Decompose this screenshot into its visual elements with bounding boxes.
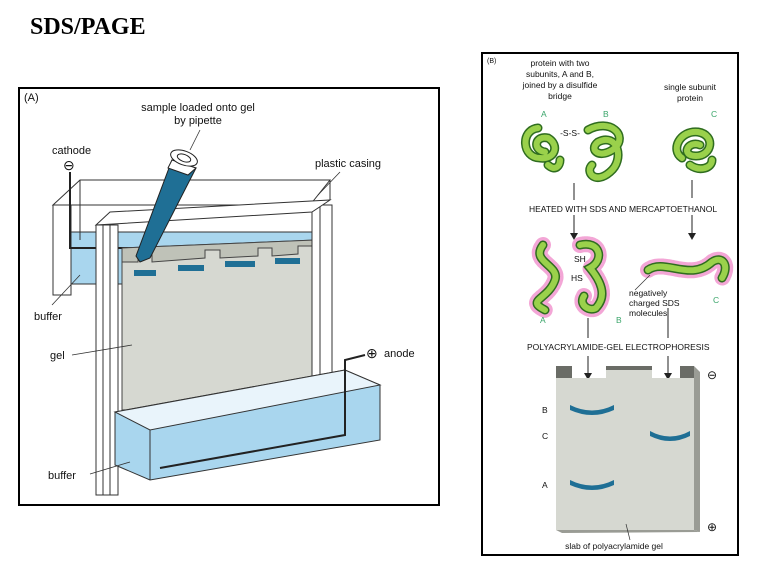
- subunit-a-label: A: [541, 109, 547, 119]
- protein-two-line-2: subunits, A and B,: [526, 69, 594, 79]
- buffer-top-label: buffer: [34, 311, 62, 323]
- neg-line-2: charged SDS: [629, 298, 680, 308]
- electrophoresis-label: POLYACRYLAMIDE-GEL ELECTROPHORESIS: [527, 342, 710, 352]
- heated-label: HEATED WITH SDS AND MERCAPTOETHANOL: [529, 204, 717, 214]
- disulfide-label: -S-S-: [560, 128, 580, 138]
- left-post-back: [52, 204, 72, 296]
- band-a: [570, 480, 614, 490]
- gel-slab: [556, 370, 694, 530]
- well-sample: [225, 261, 255, 267]
- plastic-casing-label: plastic casing: [315, 158, 381, 170]
- cathode-sign: ⊖: [63, 157, 75, 173]
- chain-a-label: A: [540, 315, 546, 325]
- single-line-2: protein: [677, 93, 703, 103]
- protein-two-line-3: joined by a disulfide: [522, 80, 598, 90]
- front-left-post: [95, 224, 119, 496]
- gel-label: gel: [50, 350, 65, 362]
- bottom-tank-rim: [113, 369, 382, 431]
- subunit-c-label: C: [711, 109, 717, 119]
- band-c-label: C: [542, 431, 548, 441]
- neg-line-3: molecules: [629, 308, 667, 318]
- single-line-1: single subunit: [664, 82, 717, 92]
- plus-sign: ⊕: [707, 520, 717, 534]
- sh-label: SH: [574, 254, 586, 264]
- band-b-label: B: [542, 405, 548, 415]
- well-sample: [178, 265, 204, 271]
- pipette: [135, 149, 198, 263]
- casing-top-back: [51, 179, 332, 206]
- band-b: [570, 405, 614, 415]
- neg-line-1: negatively: [629, 288, 668, 298]
- sample-label-2: by pipette: [174, 115, 222, 127]
- panel-a-tag: (A): [24, 92, 39, 104]
- band-a-label: A: [542, 480, 548, 490]
- chain-c-label: C: [713, 295, 719, 305]
- subunit-b-label: B: [603, 109, 609, 119]
- buffer-bottom-label: buffer: [48, 470, 76, 482]
- anode-wire: [159, 354, 366, 469]
- minus-sign: ⊖: [707, 368, 717, 382]
- page-title: SDS/PAGE: [30, 14, 146, 40]
- protein-two-line-4: bridge: [548, 91, 572, 101]
- protein-two-line-1: protein with two: [530, 58, 589, 68]
- chain-b-label: B: [616, 315, 622, 325]
- anode-sign: ⊕: [366, 345, 378, 361]
- hs-label: HS: [571, 273, 583, 283]
- sample-label-1: sample loaded onto gel: [141, 102, 255, 114]
- well-sample: [134, 270, 156, 276]
- well-sample: [275, 258, 300, 264]
- front-right-post: [311, 204, 333, 401]
- band-c: [650, 431, 690, 441]
- panel-b-tag: (B): [487, 58, 496, 65]
- cathode-label: cathode: [52, 145, 91, 157]
- slab-label: slab of polyacrylamide gel: [565, 541, 663, 551]
- anode-label: anode: [384, 348, 415, 360]
